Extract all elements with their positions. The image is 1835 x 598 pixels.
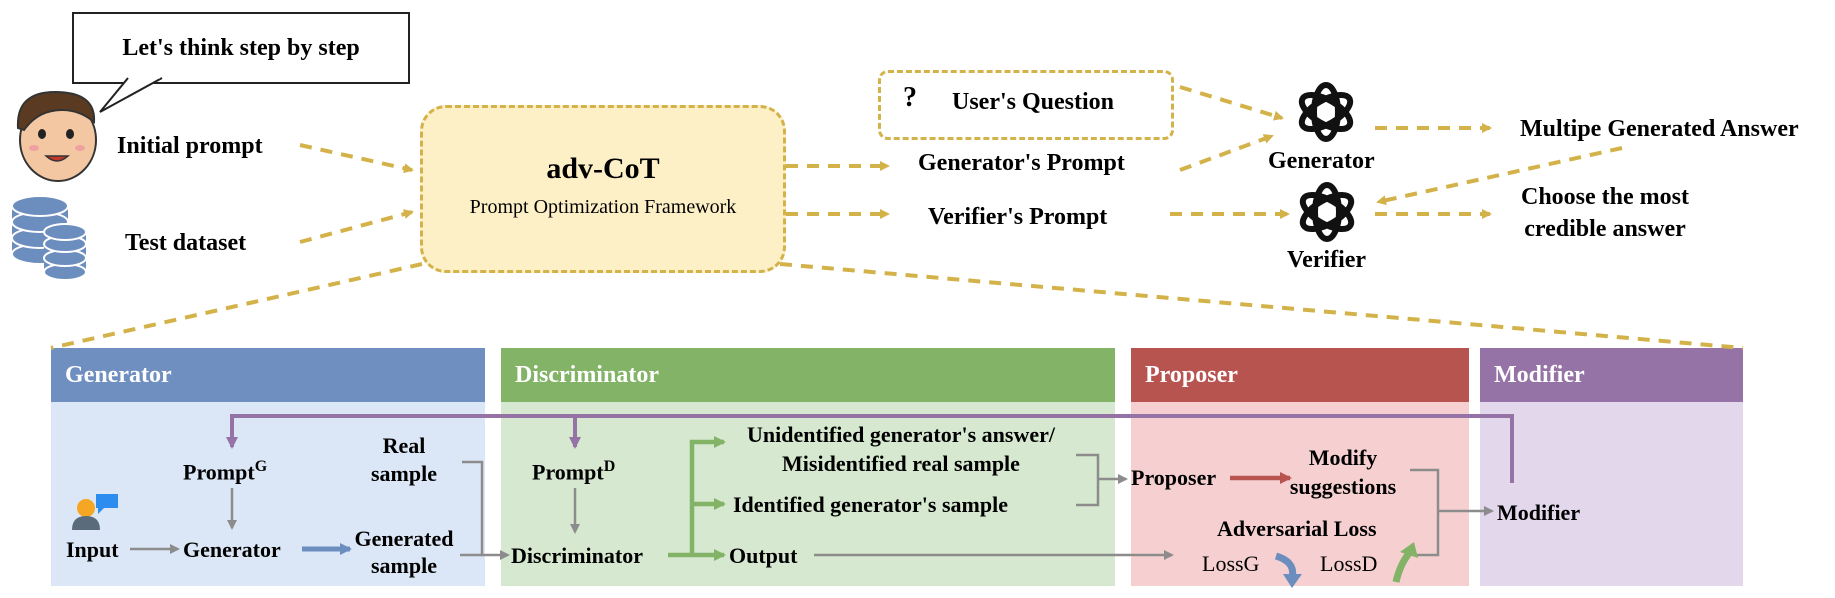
loss-g-label: LossG xyxy=(1202,551,1260,576)
arrow-question-to-generator xyxy=(1179,85,1284,121)
speech-bubble: Let's think step by step xyxy=(72,12,410,84)
generator-panel-body xyxy=(51,402,485,586)
test-dataset-label: Test dataset xyxy=(125,230,247,256)
modify-suggestions-line2: suggestions xyxy=(1289,474,1397,499)
arrow-gen-prompt-to-generator xyxy=(1179,134,1274,172)
framework-subtitle: Prompt Optimization Framework xyxy=(469,196,737,218)
modify-suggestions-line1: Modify xyxy=(1308,445,1378,470)
loss-d-up-arrow-stem xyxy=(1392,549,1413,583)
unidentified-line1: Unidentified generator's answer/ xyxy=(747,422,1055,447)
arrow-dataset-to-framework xyxy=(299,209,414,244)
generated-sample-line2: sample xyxy=(371,553,437,578)
discriminator-panel-header: Discriminator xyxy=(501,348,1115,402)
zoom-line-left xyxy=(50,262,423,350)
bracket-proposer-results xyxy=(1410,468,1440,557)
adv-cot-framework-box xyxy=(420,105,786,273)
users-chat-icon xyxy=(72,494,118,530)
discriminator-node-label: Discriminator xyxy=(511,543,643,568)
zoom-line-right xyxy=(779,262,1744,350)
prompt-g-label: PromptG xyxy=(183,458,267,485)
choose-answer-line2: credible answer xyxy=(1524,216,1686,242)
initial-prompt-label: Initial prompt xyxy=(117,133,263,159)
input-label: Input xyxy=(66,537,119,562)
person-icon xyxy=(16,90,97,182)
prompt-g-superscript: G xyxy=(254,458,268,475)
arrow-discriminator-to-unidentified xyxy=(689,436,726,555)
verifier-llm-icon xyxy=(1299,182,1355,242)
arrow-initial-to-framework xyxy=(299,143,414,174)
prompt-d-superscript: D xyxy=(603,458,616,475)
arrow-answers-to-verifier xyxy=(1376,146,1623,206)
verifier-llm-label: Verifier xyxy=(1287,247,1367,273)
loss-d-up-arrow-icon xyxy=(1400,542,1418,558)
loss-g-down-arrow-icon xyxy=(1283,574,1302,588)
multiple-answers-label: Multipe Generated Answer xyxy=(1520,116,1799,142)
real-sample-line1: Real xyxy=(382,433,426,458)
output-label: Output xyxy=(729,543,798,568)
verifier-prompt-label: Verifier's Prompt xyxy=(928,204,1108,230)
generator-panel: Generator xyxy=(51,348,485,586)
user-question-label: User's Question xyxy=(952,89,1114,115)
bracket-discriminator-results xyxy=(1076,453,1100,507)
question-mark-icon: ? xyxy=(903,82,917,113)
loss-d-label: LossD xyxy=(1320,551,1378,576)
database-icon xyxy=(11,195,87,281)
generator-prompt-label: Generator's Prompt xyxy=(918,150,1125,176)
prompt-d-base: Prompt xyxy=(532,459,604,485)
generator-llm-label: Generator xyxy=(1268,148,1375,174)
real-sample-line2: sample xyxy=(371,461,437,486)
choose-answer-line1: Choose the most xyxy=(1521,184,1689,210)
generator-llm-icon xyxy=(1298,82,1354,142)
identified-sample-label: Identified generator's sample xyxy=(733,492,1008,517)
arrow-real-sample-to-discriminator xyxy=(462,460,510,560)
generator-node-label: Generator xyxy=(183,537,281,562)
unidentified-line2: Misidentified real sample xyxy=(782,451,1020,476)
speech-bubble-tail xyxy=(99,77,163,113)
prompt-d-label: PromptD xyxy=(532,458,615,485)
modifier-panel: Modifier xyxy=(1480,348,1743,586)
proposer-panel-header: Proposer xyxy=(1131,348,1469,402)
modifier-node-label: Modifier xyxy=(1497,500,1581,525)
generated-sample-line1: Generated xyxy=(354,526,454,551)
user-question-box xyxy=(878,70,1174,140)
generator-panel-header: Generator xyxy=(51,348,485,402)
arrow-modifier-to-prompt-g xyxy=(226,414,1514,483)
adversarial-loss-label: Adversarial Loss xyxy=(1217,516,1377,541)
discriminator-panel: Discriminator xyxy=(501,348,1115,586)
proposer-node-label: Proposer xyxy=(1131,465,1217,490)
speech-bubble-text: Let's think step by step xyxy=(122,34,360,61)
framework-title: adv-CoT xyxy=(546,152,660,185)
modifier-panel-header: Modifier xyxy=(1480,348,1743,402)
prompt-g-base: Prompt xyxy=(183,459,255,485)
modifier-panel-body xyxy=(1480,402,1743,586)
